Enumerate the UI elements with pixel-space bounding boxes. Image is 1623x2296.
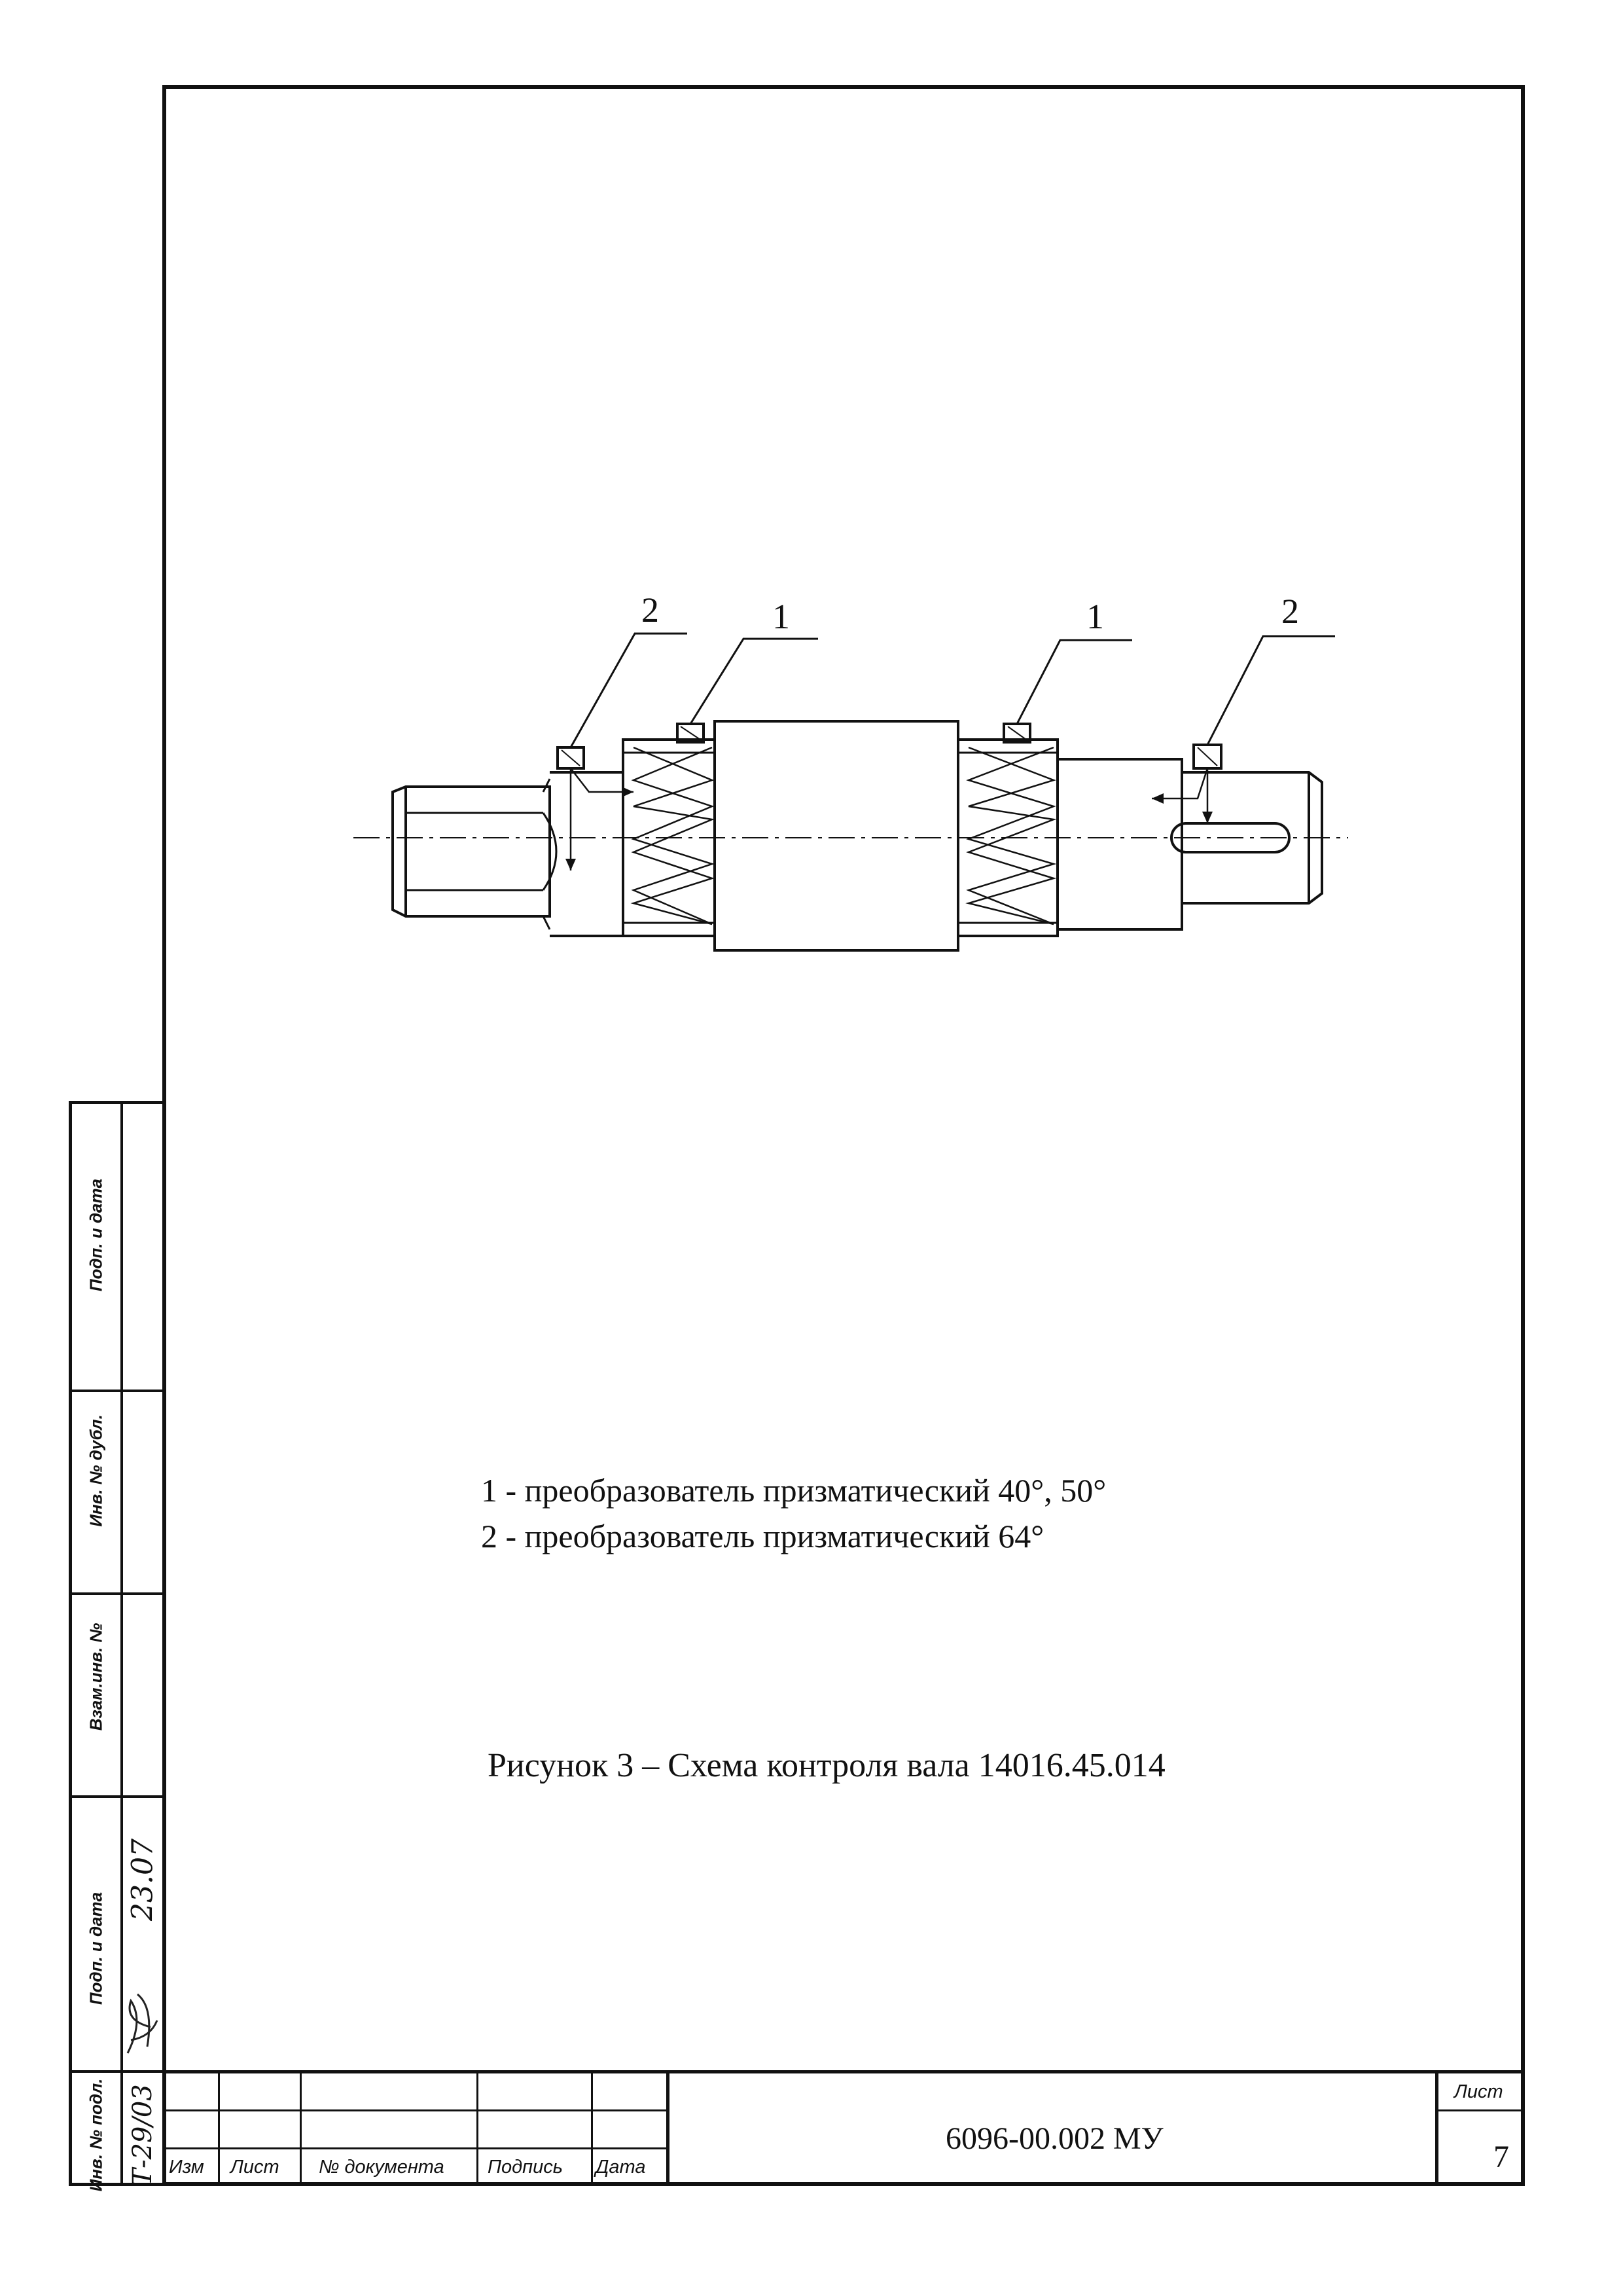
side-cell-sign-date-2: Подп. и дата 23.07: [72, 1798, 164, 2073]
col-label-date: Дата: [596, 2157, 646, 2178]
legend-item-2: 2 - преобразователь призматический 64°: [481, 1518, 1044, 1554]
legend-item-1: 1 - преобразователь призматический 40°, …: [481, 1472, 1107, 1509]
side-cell-dup-inv: Инв. № дубл.: [72, 1392, 164, 1595]
page-frame: [162, 85, 1525, 2186]
handwritten-inv-number: Т-29/03: [128, 2084, 158, 2186]
callout-2-left: 2: [641, 590, 659, 630]
callout-1-right: 1: [1086, 597, 1104, 636]
side-stamp: Подп. и дата Инв. № дубл. Взам.инв. № По…: [69, 1101, 164, 2191]
document-number: 6096-00.002 МУ: [946, 2121, 1164, 2156]
signature-mark: [126, 1993, 158, 2054]
left-journal: [391, 785, 551, 918]
side-cell-sign-date-1: Подп. и дата: [72, 1104, 164, 1392]
left-shoulder: [550, 771, 624, 937]
col-label-doc-number: № документа: [319, 2157, 444, 2178]
right-toothed-collar: [957, 738, 1059, 937]
central-body: [713, 720, 959, 952]
side-label-dup-inv: Инв. № дубл.: [86, 1414, 106, 1527]
side-label-sign-date-2: Подп. и дата: [86, 1892, 106, 2005]
right-journal: [1182, 771, 1323, 905]
side-cell-replace-inv: Взам.инв. №: [72, 1595, 164, 1798]
figure-caption: Рисунок 3 – Схема контроля вала 14016.45…: [488, 1747, 1166, 1784]
side-label-sign-date: Подп. и дата: [86, 1178, 106, 1292]
right-shoulder: [1058, 758, 1183, 931]
shaft-control-diagram: 2 1 1 2: [353, 590, 1348, 952]
sheet-label: Лист: [1454, 2081, 1503, 2102]
side-label-replace-inv: Взам.инв. №: [86, 1623, 106, 1731]
right-key-slot: [1170, 822, 1291, 853]
side-label-orig-inv: Инв. № подл.: [86, 2078, 106, 2192]
handwritten-date: 23.07: [126, 1839, 160, 1921]
callout-1-left: 1: [772, 597, 790, 636]
sheet-number: 7: [1493, 2140, 1509, 2174]
title-block: [162, 2070, 1525, 2186]
col-label-signature: Подпись: [488, 2157, 563, 2178]
callout-2-right: 2: [1281, 592, 1299, 631]
side-cell-orig-inv: Инв. № подл. Т-29/03: [72, 2073, 164, 2191]
col-label-list: Лист: [230, 2157, 279, 2178]
col-label-izm: Изм: [169, 2157, 204, 2178]
